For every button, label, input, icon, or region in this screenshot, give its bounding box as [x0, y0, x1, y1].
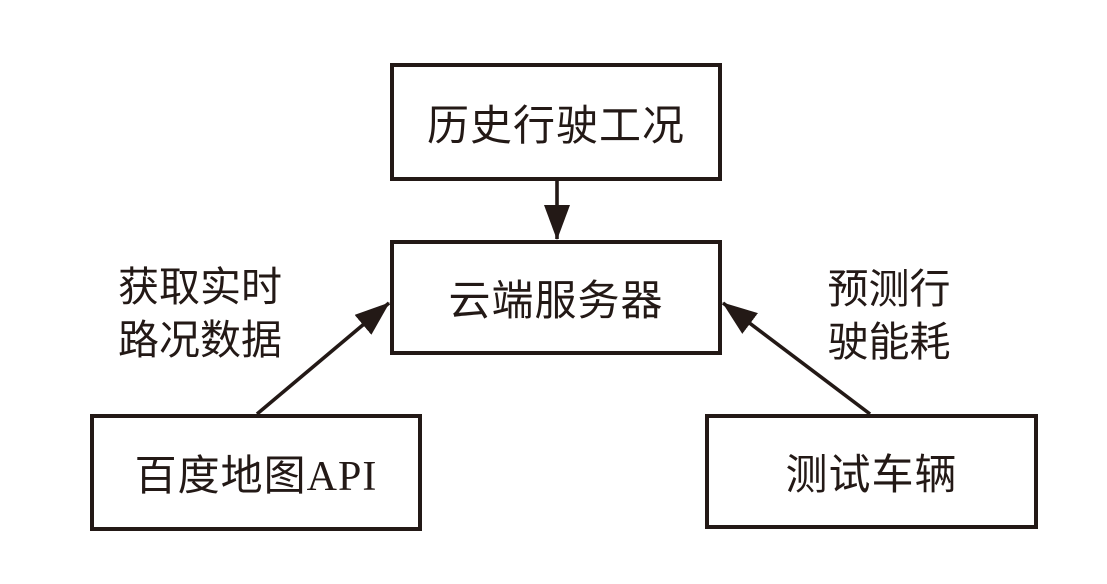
node-history-driving-conditions: 历史行驶工况 [390, 63, 722, 181]
node-cloud-server: 云端服务器 [390, 240, 722, 355]
arrow-baidu-to-cloud [255, 301, 391, 416]
node-baidu-map-api: 百度地图API [90, 414, 422, 531]
edge-label-predict-energy: 预测行 驶能耗 [827, 266, 951, 365]
node-history-label: 历史行驶工况 [426, 103, 685, 150]
node-baidu-label: 百度地图API [134, 454, 378, 500]
edge-label-get-realtime-traffic: 获取实时 路况数据 [118, 264, 282, 363]
node-test-vehicle: 测试车辆 [705, 414, 1038, 529]
arrow-vehicle-to-cloud [721, 301, 872, 416]
node-vehicle-label: 测试车辆 [785, 453, 958, 499]
node-cloud-label: 云端服务器 [448, 279, 664, 325]
